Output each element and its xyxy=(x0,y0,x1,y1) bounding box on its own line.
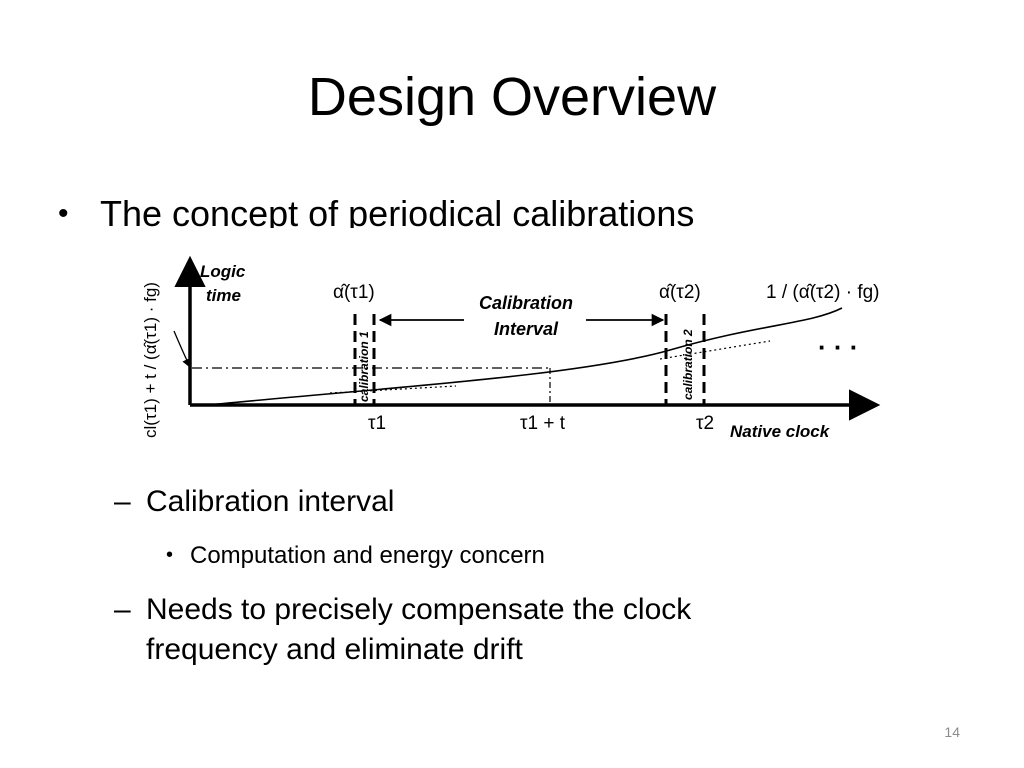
sub-bullet-text-line1: Needs to precisely compensate the clock xyxy=(146,593,692,626)
calibration-diagram: Logic time α̂(τ1) α̂(τ2) Calibration Int… xyxy=(130,228,910,448)
y-axis-label-line1: Logic xyxy=(200,262,246,281)
logic-time-curve xyxy=(207,307,843,406)
interval-label-line2: Interval xyxy=(494,319,559,339)
dash-mark: – xyxy=(114,485,131,518)
sub-bullet-text: Calibration interval xyxy=(146,485,395,518)
slide-number: 14 xyxy=(944,724,960,740)
tick-tau1: τ1 xyxy=(368,413,386,434)
interval-label-line1: Calibration xyxy=(479,293,573,313)
main-bullet-text: The concept of periodical calibrations xyxy=(100,193,695,234)
slide-title: Design Overview xyxy=(307,67,717,127)
sub-sub-bullet-text: Computation and energy concern xyxy=(190,542,545,569)
main-bullet: • The concept of periodical calibrations xyxy=(58,192,694,236)
calibration1-label: calibration 1 xyxy=(357,331,371,402)
sub-bullet-calibration-interval: –Calibration interval xyxy=(114,482,394,522)
sub-bullet-text-line2: frequency and eliminate drift xyxy=(146,633,523,666)
y-value-label: cl(τ1) + t / (α̂(τ1) · fg) xyxy=(141,282,160,438)
calibration2-label: calibration 2 xyxy=(681,329,695,400)
sub-sub-bullet-computation: • Computation and energy concern xyxy=(166,538,545,573)
ellipsis: · · · xyxy=(818,332,858,362)
bullet-mark: • xyxy=(166,544,174,566)
y-value-pointer xyxy=(173,330,191,368)
tick-tau1-plus-t: τ1 + t xyxy=(520,413,566,434)
tick-tau2: τ2 xyxy=(696,413,714,434)
alpha-tau1-label: α̂(τ1) xyxy=(333,282,375,303)
slope-label: 1 / (α̂(τ2) · fg) xyxy=(766,282,880,303)
dash-mark: – xyxy=(114,593,131,626)
x-axis-label: Native clock xyxy=(730,422,831,441)
diagram-background xyxy=(130,228,910,448)
alpha-tau2-label: α̂(τ2) xyxy=(659,282,701,303)
tangent-line-2 xyxy=(659,340,771,360)
tangent-line-1 xyxy=(329,385,457,394)
y-axis-label-line2: time xyxy=(206,286,241,305)
bullet-mark: • xyxy=(58,197,69,230)
sub-bullet-compensate: –Needs to precisely compensate the clock… xyxy=(114,590,874,670)
